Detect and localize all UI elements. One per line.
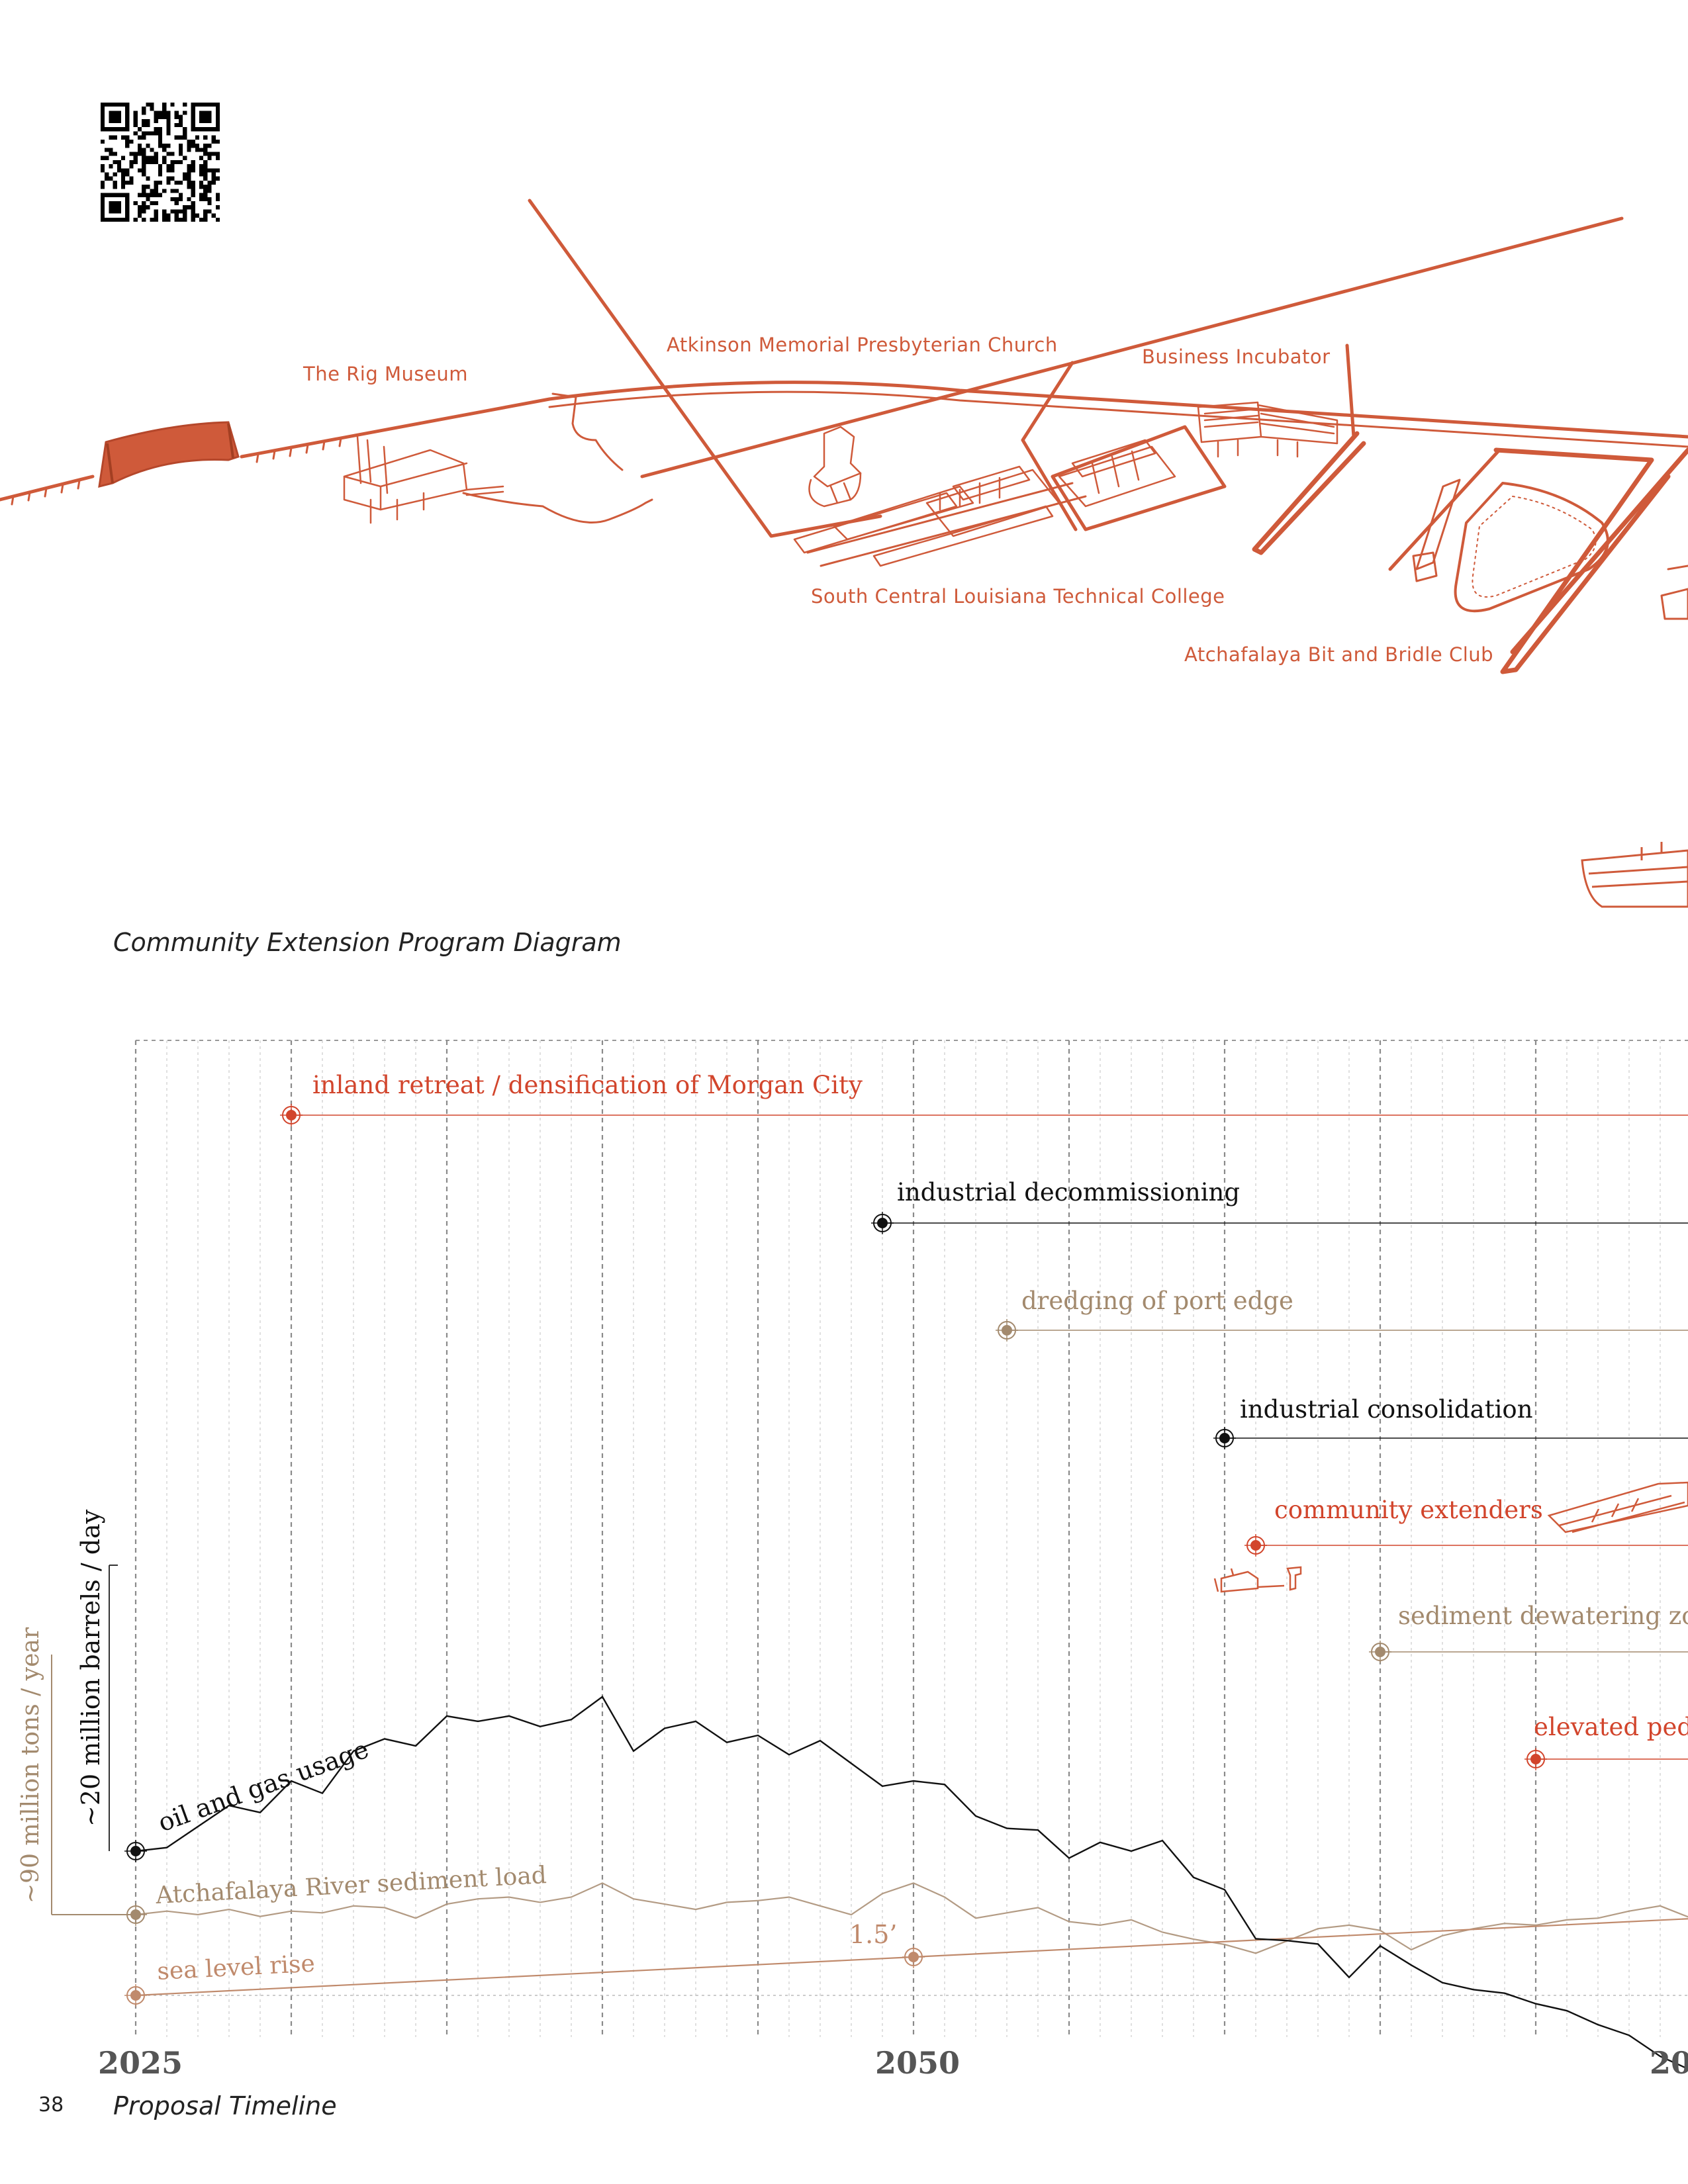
boat-illustration xyxy=(1581,842,1688,908)
extender-illustrations xyxy=(1213,1481,1688,1593)
college-buildings xyxy=(793,439,1176,567)
label-sea-level-rise: sea level rise xyxy=(156,1950,315,1985)
event-label-sediment-dewatering: sediment dewatering zone xyxy=(1398,1602,1688,1630)
year-label-20xx: 20 xyxy=(1650,2045,1688,2081)
year-label-2050: 2050 xyxy=(875,2045,961,2081)
event-label-inland-retreat: inland retreat / densification of Morgan… xyxy=(312,1071,863,1099)
rig-museum-building xyxy=(343,435,504,524)
road-line-4 xyxy=(1345,343,1356,439)
port-slip-2 xyxy=(1493,447,1671,674)
label-oil-gas: oil and gas usage xyxy=(154,1735,373,1838)
timeline-grid xyxy=(134,1040,1688,2037)
y-axis-sediment-label: ~90 million tons / year xyxy=(17,1627,44,1903)
label-business-incubator: Business Incubator xyxy=(1142,345,1331,368)
levee-line-inner xyxy=(548,390,1688,448)
series-oil-line xyxy=(135,1696,1688,2070)
club-oval xyxy=(1454,482,1609,613)
road-line-2 xyxy=(640,216,1624,478)
label-sea-marker: 1.5’ xyxy=(849,1920,898,1949)
qr-code xyxy=(101,103,220,222)
series-sediment-line xyxy=(135,1882,1688,1954)
event-label-dredging: dredging of port edge xyxy=(1021,1287,1293,1315)
port-slip-1 xyxy=(1252,431,1366,555)
label-bit-and-bridle-club: Atchafalaya Bit and Bridle Club xyxy=(1184,643,1494,666)
page-number: 38 xyxy=(38,2093,64,2116)
timeline-events xyxy=(280,1104,1688,1770)
timeline-axes xyxy=(51,1565,136,1915)
map-caption: Community Extension Program Diagram xyxy=(113,928,622,957)
dam-wall xyxy=(98,421,240,488)
year-label-2025: 2025 xyxy=(98,2045,183,2081)
label-technical-college: South Central Louisiana Technical Colleg… xyxy=(811,585,1225,608)
bayou-line xyxy=(462,492,653,523)
event-label-industrial-consolidation: industrial consolidation xyxy=(1240,1395,1533,1424)
church-building xyxy=(808,426,862,508)
incubator-building xyxy=(1197,401,1338,458)
levee-ticks xyxy=(11,437,342,506)
community-map-diagram xyxy=(0,199,1688,908)
road-line-3 xyxy=(1021,361,1078,531)
event-label-elevated-pedes: elevated pedes xyxy=(1534,1713,1688,1741)
label-rig-museum: The Rig Museum xyxy=(303,363,468,385)
label-sediment-load: Atchafalaya River sediment load xyxy=(154,1862,547,1909)
college-block xyxy=(1051,425,1227,531)
timeline-series xyxy=(124,1696,1688,2070)
event-label-community-extenders: community extenders xyxy=(1274,1496,1543,1524)
event-label-industrial-decommissioning: industrial decommissioning xyxy=(897,1178,1241,1206)
label-church: Atkinson Memorial Presbyterian Church xyxy=(667,334,1058,356)
y-axis-oil-label: ~20 million barrels / day xyxy=(76,1509,105,1827)
port-slip-3 xyxy=(1388,448,1501,571)
timeline-caption: Proposal Timeline xyxy=(113,2091,337,2120)
